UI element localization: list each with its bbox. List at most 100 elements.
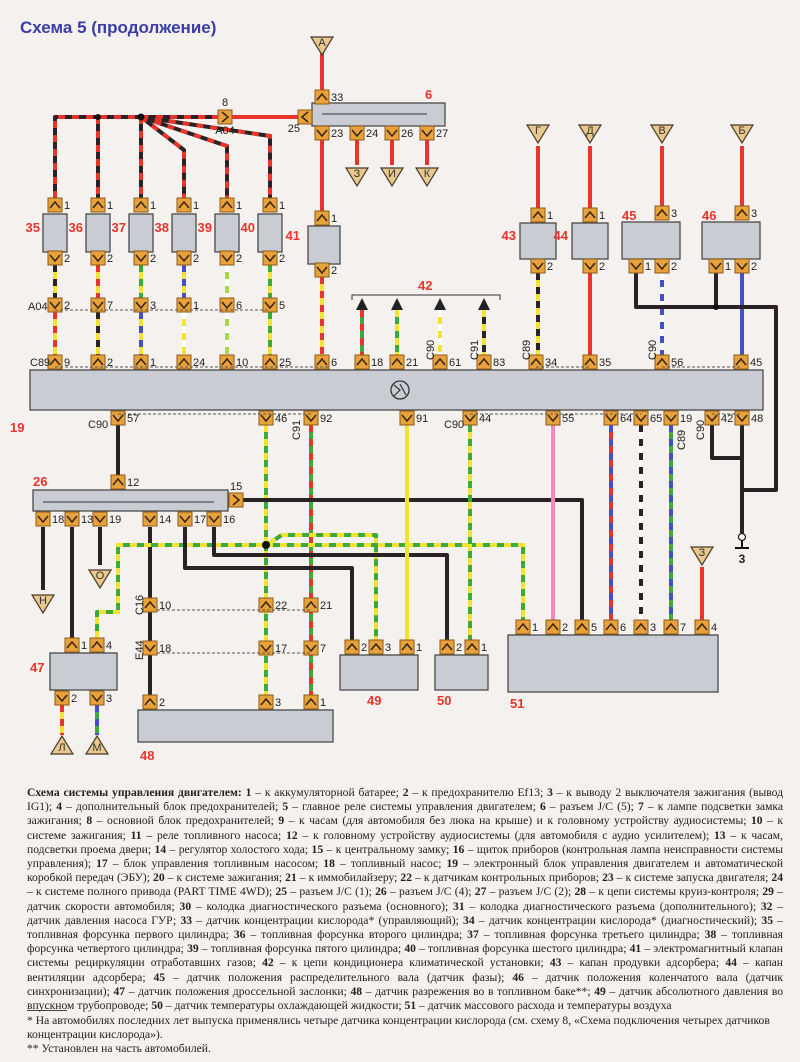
- component-label-43: 43: [502, 228, 516, 243]
- pin-number: 3: [385, 642, 391, 654]
- legend-text: датчик температуры охлаждающей жидкости: [174, 999, 399, 1013]
- legend-number: 7: [637, 800, 644, 814]
- connector-pin: 1: [464, 639, 487, 655]
- pin-number: 1: [279, 200, 285, 212]
- connector-pin: 34: [528, 354, 557, 370]
- legend-number: 45: [153, 970, 166, 984]
- pin-number: 25: [288, 123, 300, 135]
- pin-number: 15: [230, 481, 242, 493]
- connector-pin: 2: [47, 250, 70, 266]
- crank-sensor-46: [701, 221, 761, 260]
- connector-pin: 2: [133, 250, 156, 266]
- connector-pin: 61: [432, 354, 461, 370]
- legend-number: 22: [400, 871, 412, 885]
- pin-number: 4: [711, 622, 717, 634]
- connector-pin: 2: [582, 258, 605, 274]
- wire: [212, 527, 449, 640]
- component-label-47: 47: [30, 660, 44, 675]
- pin-number: 8: [222, 97, 228, 109]
- page-title: Схема 5 (продолжение): [20, 18, 217, 37]
- connector-pin: 44: [462, 410, 491, 426]
- terminal-letter: А: [318, 37, 326, 49]
- legend-number: 46: [512, 970, 524, 984]
- pin-number: 2: [150, 253, 156, 265]
- pin-number: 14: [159, 514, 171, 526]
- pin-number: 12: [127, 477, 139, 489]
- terminal-triangle-icon: З: [344, 167, 370, 188]
- arrow-up-icon: [434, 298, 446, 310]
- pin-number: 7: [680, 622, 686, 634]
- injector-40: [257, 213, 283, 253]
- harness-wire: [140, 115, 272, 198]
- legend-text: к системе запуска двигателя: [625, 871, 766, 885]
- connector-pin: 2: [47, 297, 70, 313]
- connector-pin: 92: [303, 410, 332, 426]
- connector-pin: [217, 109, 233, 125]
- legend-number: 8: [86, 814, 93, 828]
- legend-text: электромагнитный клапан системы рециркул…: [27, 942, 784, 970]
- purge-valve-43: [519, 222, 557, 260]
- legend-number: 19: [446, 857, 459, 871]
- pin-number: 91: [416, 413, 428, 425]
- component-label-51: 51: [510, 696, 524, 711]
- legend-text: к системе полного привода (PART TIME 4WD…: [36, 885, 269, 899]
- legend-text: реле топливного насоса: [156, 828, 279, 842]
- pin-number: 10: [236, 357, 248, 369]
- map-sensor-49: [339, 654, 419, 691]
- connector-label-a04: A04: [28, 301, 48, 313]
- pin-number: 2: [456, 642, 462, 654]
- ecu-19: [29, 369, 764, 411]
- connector-pin: 2: [314, 262, 337, 278]
- pin-number: 5: [279, 300, 285, 312]
- legend-text: к предохранителю Ef13: [421, 786, 540, 799]
- legend-number: 20: [153, 871, 165, 885]
- connector-pin: 2: [90, 354, 113, 370]
- connector-pin: 26: [384, 125, 413, 141]
- maf-sensor-51: [507, 634, 719, 693]
- component-label-44: 44: [554, 228, 569, 243]
- transistor-icon-line: [393, 384, 401, 397]
- component-label: 35: [26, 220, 40, 235]
- component-label-42: 42: [418, 278, 432, 293]
- connector-pin: 6: [314, 354, 337, 370]
- legend-text: к центральному замку: [335, 842, 447, 856]
- legend-text: щиток приборов (контрольная лампа неиспр…: [27, 842, 784, 871]
- connector-pin: 5: [574, 619, 597, 635]
- ground-label: 3: [739, 552, 746, 566]
- connector-pin: 7: [90, 297, 113, 313]
- legend-text: топливная форсунка шестого цилиндра: [428, 942, 624, 956]
- component-label-41: 41: [286, 228, 300, 243]
- pin-number: 4: [106, 640, 112, 652]
- connector-pin: 6: [603, 619, 626, 635]
- component-label-46: 46: [702, 208, 716, 223]
- connector-pin: 1: [303, 694, 326, 710]
- terminal-letter: И: [388, 168, 396, 180]
- pin-number: 18: [52, 514, 64, 526]
- pin-number: 1: [416, 642, 422, 654]
- splice-dot: [137, 113, 145, 121]
- pin-number: 1: [725, 261, 731, 273]
- pin-number: 2: [671, 261, 677, 273]
- vent-valve-44: [571, 222, 609, 260]
- pin-number: 6: [236, 300, 242, 312]
- connector-pin: 2: [654, 258, 677, 274]
- pin-number: 21: [320, 600, 332, 612]
- wire: [95, 533, 378, 640]
- connector-pin: 16: [206, 511, 235, 527]
- pin-number: 17: [194, 514, 206, 526]
- wire: [634, 273, 778, 492]
- terminal-triangle-icon: З: [689, 546, 715, 567]
- connector-pin: 21: [303, 597, 332, 613]
- legend-text: датчик положения дроссельной заслонки: [138, 984, 344, 998]
- connector-pin: 2: [545, 619, 568, 635]
- legend-number: 6: [539, 800, 546, 814]
- connector-pin: 1: [133, 354, 156, 370]
- pin-number: 1: [150, 357, 156, 369]
- connector-label-e44: E44: [134, 640, 146, 660]
- connector-pin: 19: [92, 511, 121, 527]
- terminal-triangle-icon: Д: [577, 124, 603, 145]
- connector-pin: 1: [64, 637, 87, 653]
- legend-number: 27: [474, 885, 487, 899]
- arrow-up-icon: [478, 298, 490, 310]
- component-label-45: 45: [622, 208, 636, 223]
